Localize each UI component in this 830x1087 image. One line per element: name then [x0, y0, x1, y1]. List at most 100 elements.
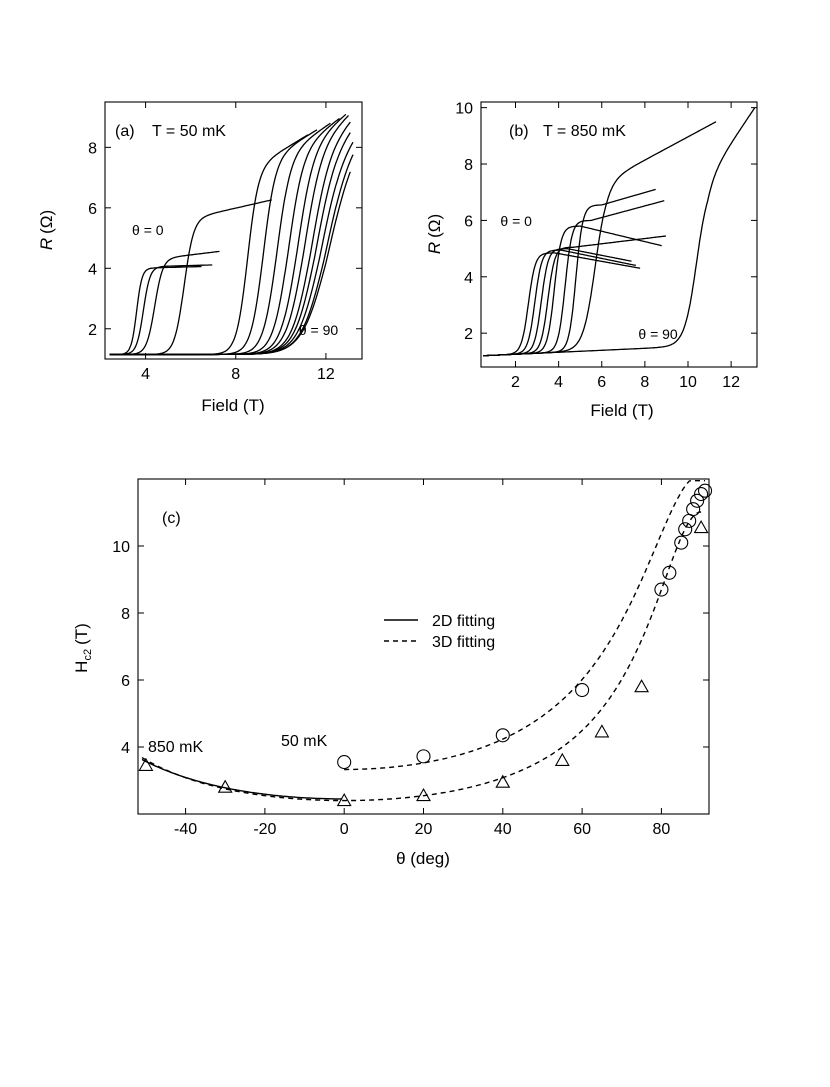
resistance-curve-a — [109, 122, 331, 356]
data-point-50mk — [662, 565, 677, 580]
c-y-tick-label: 4 — [121, 740, 130, 757]
data-point-850mk — [336, 792, 352, 807]
c-x-tick-label: 80 — [653, 821, 671, 838]
b-x-tick-label: 4 — [554, 374, 563, 391]
data-point-850mk — [416, 787, 431, 802]
fit-curves-c — [141, 480, 705, 802]
y-axis-label-c-subscript: c2 — [82, 649, 94, 661]
a-x-tick-label: 8 — [231, 366, 240, 383]
b-x-tick-label: 12 — [722, 374, 740, 391]
series-label-850mk: 850 mK — [148, 739, 203, 756]
panel-label-a: (a) — [115, 123, 135, 140]
data-point-850mk — [495, 774, 511, 788]
y-axis-label-a-symbol: R — [37, 238, 56, 250]
c-y-tick-label: 6 — [121, 673, 130, 690]
resistance-curve-a — [109, 265, 202, 356]
c-x-tick-label: -40 — [174, 821, 197, 838]
a-y-tick-label: 8 — [88, 140, 97, 157]
y-axis-label-c-symbol: H — [72, 661, 91, 673]
data-point-850mk — [693, 519, 709, 534]
fit-2d-850mk — [141, 758, 343, 800]
data-point-50mk — [674, 535, 689, 550]
markers-c — [138, 483, 713, 807]
b-y-tick-label: 8 — [464, 157, 473, 174]
svg-text:R(Ω): R (Ω) — [425, 214, 444, 254]
data-point-50mk — [678, 522, 693, 537]
c-x-tick-label: 20 — [415, 821, 433, 838]
data-point-50mk — [654, 582, 669, 597]
series-label-50mk: 50 mK — [281, 733, 328, 750]
annotation-theta90-a: θ = 90 — [299, 322, 339, 338]
c-x-tick-label: 0 — [340, 821, 349, 838]
panel-title-b: T = 850 mK — [543, 123, 626, 140]
a-x-tick-label: 12 — [317, 366, 335, 383]
b-x-tick-label: 2 — [511, 374, 520, 391]
legend-label-2d: 2D fitting — [432, 613, 495, 630]
plot-frame-a — [104, 101, 363, 360]
c-x-tick-label: 60 — [573, 821, 591, 838]
b-y-tick-label: 4 — [464, 270, 473, 287]
resistance-curve-b — [483, 107, 756, 357]
data-point-50mk — [337, 755, 352, 770]
x-axis-label-b: Field (T) — [590, 401, 653, 420]
panel-title-a: T = 50 mK — [152, 123, 226, 140]
y-axis-label-c: Hc2 (T) — [72, 623, 94, 673]
b-y-tick-label: 6 — [464, 213, 473, 230]
x-axis-label-a: Field (T) — [201, 396, 264, 415]
curves-b — [483, 107, 756, 357]
resistance-curve-a — [109, 264, 213, 356]
c-x-tick-label: 40 — [494, 821, 512, 838]
resistance-curve-a — [109, 171, 351, 356]
data-point-850mk — [554, 752, 570, 766]
a-y-tick-label: 4 — [88, 261, 97, 278]
c-x-tick-label: -20 — [253, 821, 276, 838]
resistance-curve-b — [483, 121, 717, 357]
data-point-850mk — [217, 779, 233, 793]
y-axis-label-a-unit: (Ω) — [37, 210, 56, 234]
x-axis-label-c: θ (deg) — [396, 849, 450, 868]
resistance-curve-b — [483, 252, 641, 357]
panel-label-b: (b) — [509, 123, 529, 140]
b-y-tick-label: 2 — [464, 326, 473, 343]
data-point-50mk — [690, 493, 705, 508]
b-y-tick-label: 10 — [455, 101, 473, 118]
data-point-50mk — [697, 483, 713, 498]
c-y-tick-label: 10 — [112, 539, 130, 556]
axis-ticks-c: -40 -20 0 20 40 60 80 4 6 8 10 — [112, 479, 709, 838]
resistance-curve-a — [109, 129, 318, 356]
b-x-tick-label: 10 — [679, 374, 697, 391]
y-axis-label-c-unit: (T) — [72, 623, 91, 645]
annotation-theta0-a: θ = 0 — [132, 222, 164, 238]
fit-3d-850mk — [141, 511, 702, 802]
y-axis-label-b-symbol: R — [425, 242, 444, 254]
a-x-tick-label: 4 — [141, 366, 150, 383]
y-axis-label-a: R (Ω) — [37, 210, 56, 250]
b-x-tick-label: 6 — [597, 374, 606, 391]
a-y-tick-label: 6 — [88, 201, 97, 218]
panel-a: 4 8 12 2 4 6 8 (a) T = 50 mK θ = 0 θ = 90 Fiel… — [37, 101, 363, 415]
plot-frame-b — [480, 101, 758, 368]
data-point-50mk — [694, 487, 709, 502]
annotation-theta90-b: θ = 90 — [638, 326, 678, 342]
curves-a — [109, 113, 354, 356]
plot-frame-c — [137, 478, 710, 815]
svg-text:R(Ω): R (Ω) — [37, 210, 56, 250]
resistance-curve-a — [109, 121, 351, 356]
c-y-tick-label: 8 — [121, 606, 130, 623]
resistance-curve-b — [483, 225, 662, 357]
legend: 2D fitting 3D fitting — [384, 613, 495, 651]
axis-ticks-a: 4 8 12 2 4 6 8 — [88, 102, 362, 383]
data-point-50mk — [682, 513, 697, 528]
annotation-theta0-b: θ = 0 — [500, 213, 532, 229]
y-axis-label-b-unit: (Ω) — [425, 214, 444, 238]
svg-text:Hc2(T): Hc2 (T) — [72, 623, 94, 673]
legend-label-3d: 3D fitting — [432, 634, 495, 651]
data-point-850mk — [138, 757, 154, 771]
data-point-50mk — [575, 682, 590, 698]
fit-3d-50mk — [344, 480, 705, 771]
a-y-tick-label: 2 — [88, 322, 97, 339]
data-point-50mk — [416, 749, 431, 764]
